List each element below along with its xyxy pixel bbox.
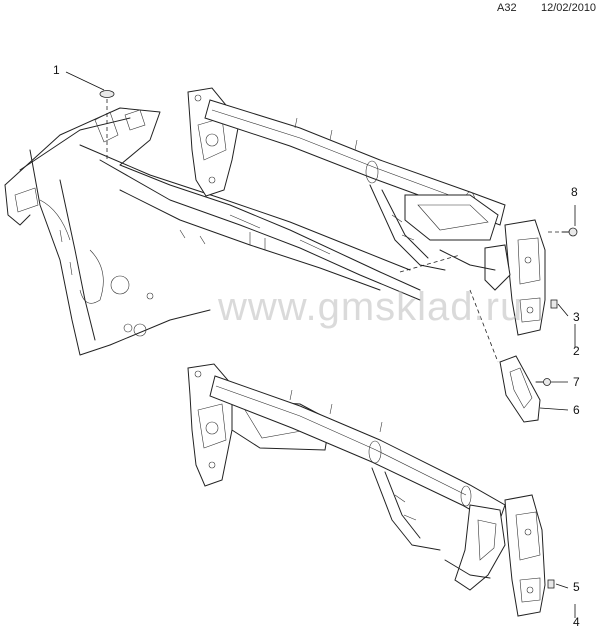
- callout-2: 2: [573, 344, 580, 358]
- plug-part-1: [99, 90, 115, 160]
- body-structure: [4, 107, 421, 356]
- page-date: 12/02/2010: [541, 2, 597, 14]
- assembly-guide-lines: [399, 231, 570, 363]
- bolt-part-7: [535, 378, 568, 386]
- nut-part-3: [550, 299, 569, 317]
- callout-3: 3: [573, 310, 580, 324]
- callout-8: 8: [571, 185, 578, 199]
- page-code: A32: [497, 2, 517, 14]
- lower-beam-assembly: [187, 363, 546, 617]
- upper-beam-assembly: [187, 87, 546, 336]
- nut-part-5: [547, 579, 569, 589]
- callout-5: 5: [573, 580, 580, 594]
- bolt-part-8: [561, 205, 578, 237]
- callout-6: 6: [573, 403, 580, 417]
- callout-1: 1: [53, 63, 60, 77]
- leader-line-1: [65, 71, 105, 91]
- bracket-part-6: [499, 355, 569, 423]
- callout-7: 7: [573, 375, 580, 389]
- watermark-text: www.gmsklad.ru: [218, 285, 524, 329]
- callout-4: 4: [573, 615, 580, 629]
